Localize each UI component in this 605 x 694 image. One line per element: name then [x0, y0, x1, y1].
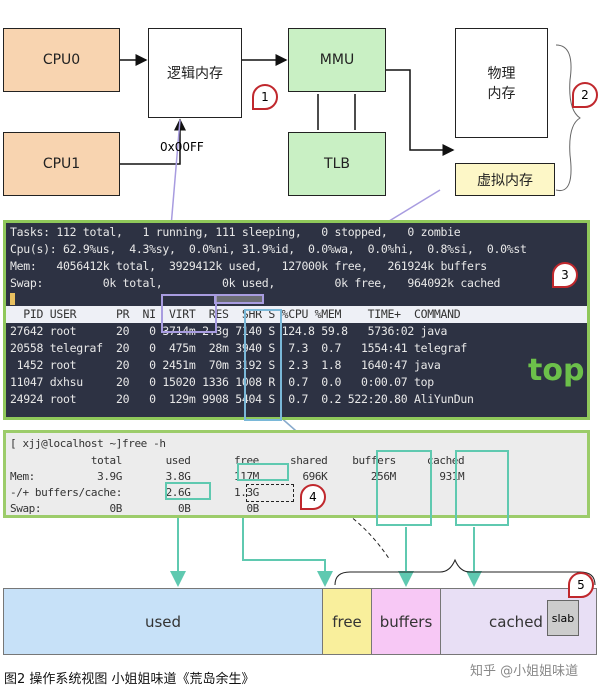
- cached-label: cached: [489, 612, 543, 631]
- badge-number: 4: [309, 490, 317, 504]
- free-line: [ xjj@localhost ~]free -h: [10, 437, 166, 450]
- buffers-highlight: [376, 450, 432, 526]
- tlb-box: TLB: [288, 132, 386, 196]
- badge-number: 2: [581, 88, 589, 102]
- free-line: -/+ buffers/cache: 2.6G 1.3G: [10, 486, 259, 499]
- mmu-box: MMU: [288, 28, 386, 92]
- logical-memory-box: 逻辑内存: [148, 28, 242, 118]
- cursor: [10, 293, 15, 305]
- badge-1: 1: [252, 84, 278, 110]
- res-highlight: [214, 294, 264, 304]
- badge-number: 5: [577, 578, 585, 592]
- cached-highlight: [455, 450, 509, 526]
- used-highlight: [165, 482, 211, 500]
- virt-highlight: [161, 294, 217, 333]
- physical-memory-box: 物理 内存: [455, 28, 548, 138]
- top-terminal: Tasks: 112 total, 1 running, 111 sleepin…: [3, 220, 590, 421]
- badge-number: 3: [561, 268, 569, 282]
- badge-5: 5: [568, 572, 594, 598]
- cpu0-box: CPU0: [3, 28, 120, 92]
- top-header-bar: [6, 306, 587, 323]
- caption: 图2 操作系统视图 小姐姐味道《荒岛余生》: [4, 672, 255, 687]
- top-line: Tasks: 112 total, 1 running, 111 sleepin…: [10, 225, 461, 239]
- free-terminal: [ xjj@localhost ~]free -h total used fre…: [3, 430, 590, 518]
- process-row: 20558 telegraf 20 0 475m 28m 3940 S 7.3 …: [10, 341, 468, 355]
- badge-2: 2: [572, 82, 598, 108]
- buffers-segment: buffers: [371, 588, 441, 655]
- process-row: 27642 root 20 0 3714m 2.3g 7140 S 124.8 …: [10, 324, 448, 338]
- virtual-memory-box: 虚拟内存: [455, 163, 555, 196]
- used-segment: used: [3, 588, 323, 655]
- free-line: Swap: 0B 0B 0B: [10, 502, 259, 515]
- top-label: top: [528, 353, 585, 388]
- slab-box: slab: [547, 600, 579, 636]
- top-line: Cpu(s): 62.9%us, 4.3%sy, 0.0%ni, 31.9%id…: [10, 242, 527, 256]
- watermark: 知乎 @小姐姐味道: [470, 664, 579, 679]
- cpu1-box: CPU1: [3, 132, 120, 196]
- address-label: 0x00FF: [160, 140, 204, 154]
- process-row: 11047 dxhsu 20 0 15020 1336 1008 R 0.7 0…: [10, 375, 434, 389]
- shr-highlight: [244, 309, 282, 421]
- top-header: PID USER PR NI VIRT RES SHR S %CPU %MEM …: [10, 307, 461, 321]
- badge-3: 3: [552, 262, 578, 288]
- free-highlight: [237, 463, 289, 481]
- available-highlight: [246, 484, 294, 502]
- process-row: 24924 root 20 0 129m 9908 5404 S 0.7 0.2…: [10, 392, 474, 406]
- badge-number: 1: [261, 90, 269, 104]
- free-line: total used free shared buffers cached: [10, 454, 465, 467]
- badge-4: 4: [300, 484, 326, 510]
- top-line: Swap: 0k total, 0k used, 0k free, 964092…: [10, 276, 501, 290]
- top-line: Mem: 4056412k total, 3929412k used, 1270…: [10, 259, 487, 273]
- free-segment: free: [322, 588, 372, 655]
- process-row: 1452 root 20 0 2451m 70m 3192 S 2.3 1.8 …: [10, 358, 441, 372]
